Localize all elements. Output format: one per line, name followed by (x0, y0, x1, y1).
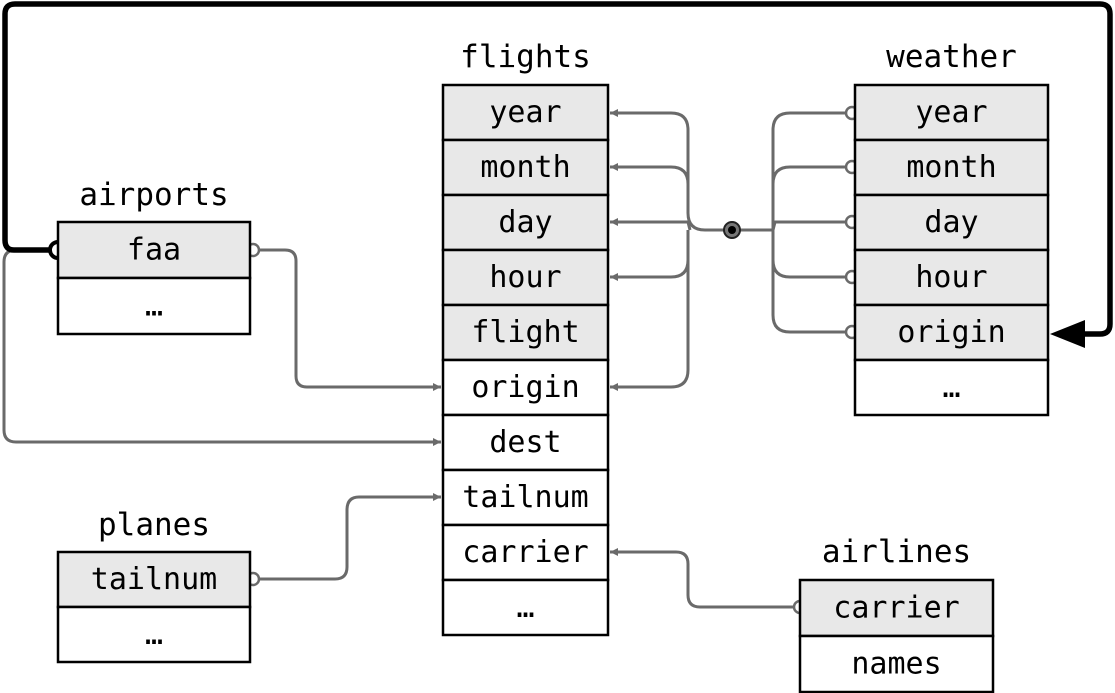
airlines-field-names: names (851, 647, 941, 682)
weather-field-ellipsis: … (942, 370, 960, 405)
table-airlines: airlines carrier names (798, 534, 995, 693)
flights-field-cell (441, 193, 610, 252)
flights-month-link (610, 163, 690, 185)
airlines-table-title: airlines (822, 534, 971, 570)
weather-origin-link (771, 230, 853, 334)
flights-year-link (610, 109, 724, 232)
planes-field-tailnum: tailnum (91, 562, 217, 597)
airlines-field-carrier: carrier (833, 591, 959, 626)
flights-field-hour: hour (489, 260, 561, 295)
flights-field-cell (441, 523, 610, 582)
flights-field-origin: origin (471, 370, 579, 405)
flights-field-cell (441, 468, 610, 527)
flights-day-link (610, 218, 692, 231)
flights-field-cell (441, 358, 610, 417)
weather-field-cell (853, 358, 1050, 417)
flights-field-cell (441, 413, 610, 472)
flights-field-cell (441, 578, 610, 637)
weather-field-year: year (915, 95, 987, 130)
airports-field-cell (56, 276, 252, 336)
weather-field-cell (853, 248, 1050, 307)
table-weather: weather year month day hour origin … (853, 39, 1050, 417)
airports-field-faa: faa (127, 233, 181, 268)
flights-field-cell (441, 138, 610, 197)
weather-origin-arrowhead (1050, 320, 1085, 348)
airports-origin-link (258, 248, 441, 391)
flights-origin-weather-link (610, 260, 690, 391)
flights-field-tailnum: tailnum (462, 480, 588, 515)
weather-table-title: weather (886, 39, 1017, 75)
airlines-carrier-link (610, 548, 795, 609)
planes-field-cell (56, 605, 252, 664)
table-planes: planes tailnum … (56, 507, 252, 664)
planes-table-title: planes (98, 507, 210, 543)
relationship-lines (2, 1, 1113, 609)
flights-field-cell (441, 83, 610, 142)
flights-field-ellipsis: … (516, 590, 534, 625)
planes-tailnum-link (258, 493, 441, 581)
planes-field-cell (56, 550, 252, 609)
airports-weather-origin-link (2, 1, 1113, 337)
airlines-field-cell (798, 578, 995, 638)
weather-year-link (740, 111, 853, 232)
tables: flights year month day hour flight origin dest t… (56, 39, 1050, 693)
weather-month-link (771, 165, 853, 230)
flights-field-year: year (489, 95, 561, 130)
flights-field-dest: dest (489, 425, 561, 460)
compound-key-join-dot-center (728, 226, 736, 234)
airports-field-ellipsis: … (145, 289, 163, 324)
airlines-field-cell (798, 634, 995, 693)
weather-field-day: day (924, 205, 978, 240)
weather-field-hour: hour (915, 260, 987, 295)
flights-table-title: flights (460, 39, 591, 75)
flights-hour-link (610, 230, 690, 281)
flights-field-flight: flight (471, 315, 579, 350)
flights-field-month: month (480, 150, 570, 185)
weather-field-month: month (906, 150, 996, 185)
weather-hour-link (771, 230, 853, 279)
weather-field-origin: origin (897, 315, 1005, 350)
table-airports: airports faa … (56, 177, 252, 336)
weather-day-link (771, 220, 853, 231)
planes-field-ellipsis: … (145, 617, 163, 652)
table-flights: flights year month day hour flight origin dest t… (441, 39, 610, 637)
airports-table-title: airports (79, 177, 228, 213)
flights-field-carrier: carrier (462, 535, 588, 570)
flights-field-cell (441, 303, 610, 362)
flights-field-day: day (498, 205, 552, 240)
